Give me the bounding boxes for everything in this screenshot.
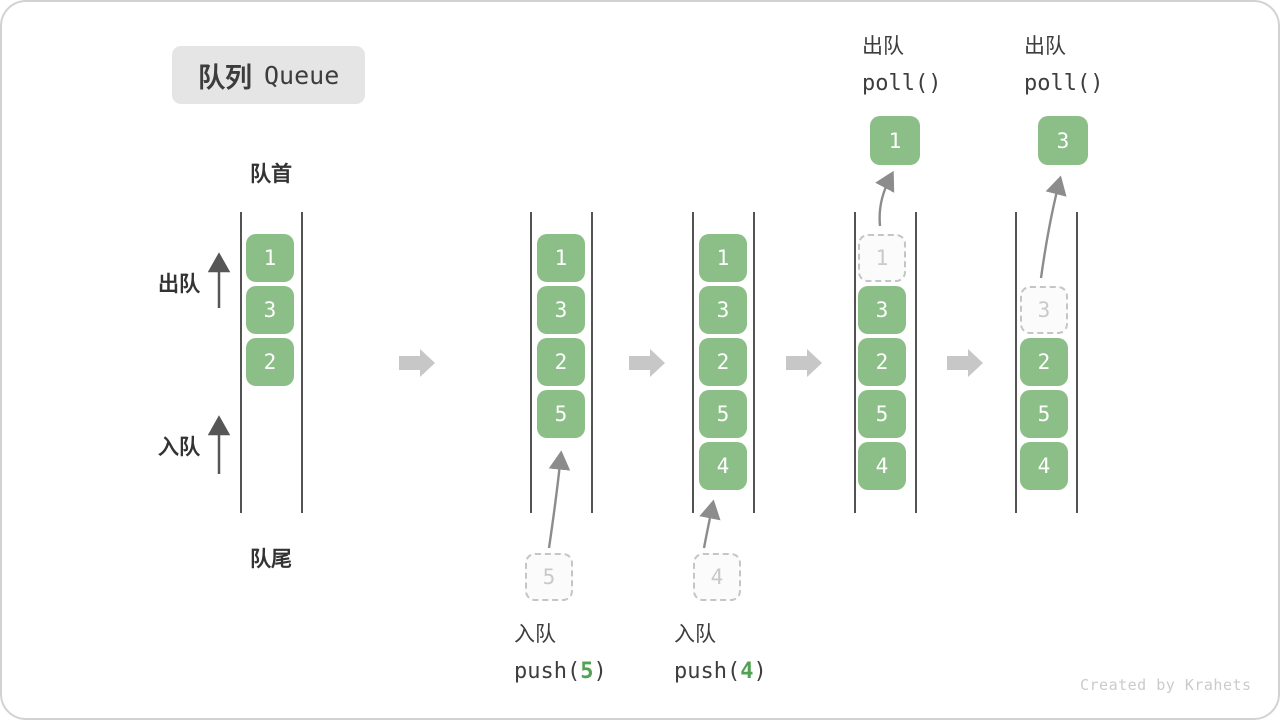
queue-cell: 1 xyxy=(699,234,747,282)
push-code-close: ) xyxy=(593,659,607,684)
push-code-open: push( xyxy=(514,659,581,684)
push-code: push(4) xyxy=(674,659,767,684)
label-enqueue: 入队 xyxy=(158,435,200,459)
staged-value-cell: 4 xyxy=(693,553,741,601)
poll-code: poll() xyxy=(862,71,942,96)
queue-cell: 4 xyxy=(699,442,747,490)
queue-cell: 2 xyxy=(1020,338,1068,386)
title-badge: 队列 Queue xyxy=(172,46,366,104)
push5-flow-arrow-icon xyxy=(547,450,571,549)
queue-cell: 3 xyxy=(858,286,906,334)
label-queue-front: 队首 xyxy=(250,162,292,186)
push-arg: 4 xyxy=(740,659,754,684)
push-code-open: push( xyxy=(674,659,741,684)
step-arrow-icon xyxy=(947,349,983,377)
staged-value-cell: 5 xyxy=(525,553,573,601)
queue-cell: 5 xyxy=(858,390,906,438)
step-arrow-icon xyxy=(786,349,822,377)
label-queue-rear: 队尾 xyxy=(250,547,292,571)
queue-3-wall-right xyxy=(753,212,755,513)
queue-2-wall-left xyxy=(530,212,532,513)
queue-5-wall-right xyxy=(1076,212,1078,513)
push-annotation-5: 入队 push(5) xyxy=(514,618,607,684)
queue-cell-ghost: 3 xyxy=(1020,286,1068,334)
label-dequeue: 出队 xyxy=(158,272,200,296)
queue-cell: 1 xyxy=(537,234,585,282)
queue-3-wall-left xyxy=(692,212,694,513)
queue-cell: 3 xyxy=(246,286,294,334)
watermark: Created by Krahets xyxy=(1080,676,1252,694)
queue-cell: 3 xyxy=(537,286,585,334)
popped-value-cell: 3 xyxy=(1038,116,1088,165)
title-en: Queue xyxy=(264,60,340,90)
queue-1-wall-right xyxy=(301,212,303,513)
push-arg: 5 xyxy=(580,659,594,684)
step-arrow-icon xyxy=(399,349,435,377)
step-arrow-icon xyxy=(629,349,665,377)
queue-cell: 2 xyxy=(858,338,906,386)
popped-value-cell: 1 xyxy=(870,116,920,165)
queue-cell: 5 xyxy=(699,390,747,438)
push-code: push(5) xyxy=(514,659,607,684)
push-annotation-4: 入队 push(4) xyxy=(674,618,767,684)
queue-2-wall-right xyxy=(591,212,593,513)
queue-cell-ghost: 1 xyxy=(858,234,906,282)
poll-annotation-2: 出队 poll() xyxy=(1024,30,1103,96)
poll-code: poll() xyxy=(1024,71,1104,96)
poll-label-zh: 出队 xyxy=(862,34,904,58)
push-label-zh: 入队 xyxy=(514,622,556,646)
queue-cell: 1 xyxy=(246,234,294,282)
queue-4-wall-right xyxy=(915,212,917,513)
queue-cell: 2 xyxy=(537,338,585,386)
queue-cell: 2 xyxy=(246,338,294,386)
queue-1-wall-left xyxy=(240,212,242,513)
poll-label-zh: 出队 xyxy=(1024,34,1066,58)
queue-cell: 3 xyxy=(699,286,747,334)
title-zh: 队列 xyxy=(198,62,252,94)
push4-flow-arrow-icon xyxy=(699,499,721,549)
queue-5-wall-left xyxy=(1015,212,1017,513)
push-label-zh: 入队 xyxy=(674,622,716,646)
queue-cell: 5 xyxy=(1020,390,1068,438)
poll1-flow-arrow-icon xyxy=(875,170,895,227)
queue-cell: 5 xyxy=(537,390,585,438)
queue-cell: 4 xyxy=(1020,442,1068,490)
queue-cell: 4 xyxy=(858,442,906,490)
poll3-flow-arrow-icon xyxy=(1039,175,1067,279)
push-code-close: ) xyxy=(753,659,767,684)
queue-cell: 2 xyxy=(699,338,747,386)
poll-annotation-1: 出队 poll() xyxy=(862,30,941,96)
queue-4-wall-left xyxy=(854,212,856,513)
